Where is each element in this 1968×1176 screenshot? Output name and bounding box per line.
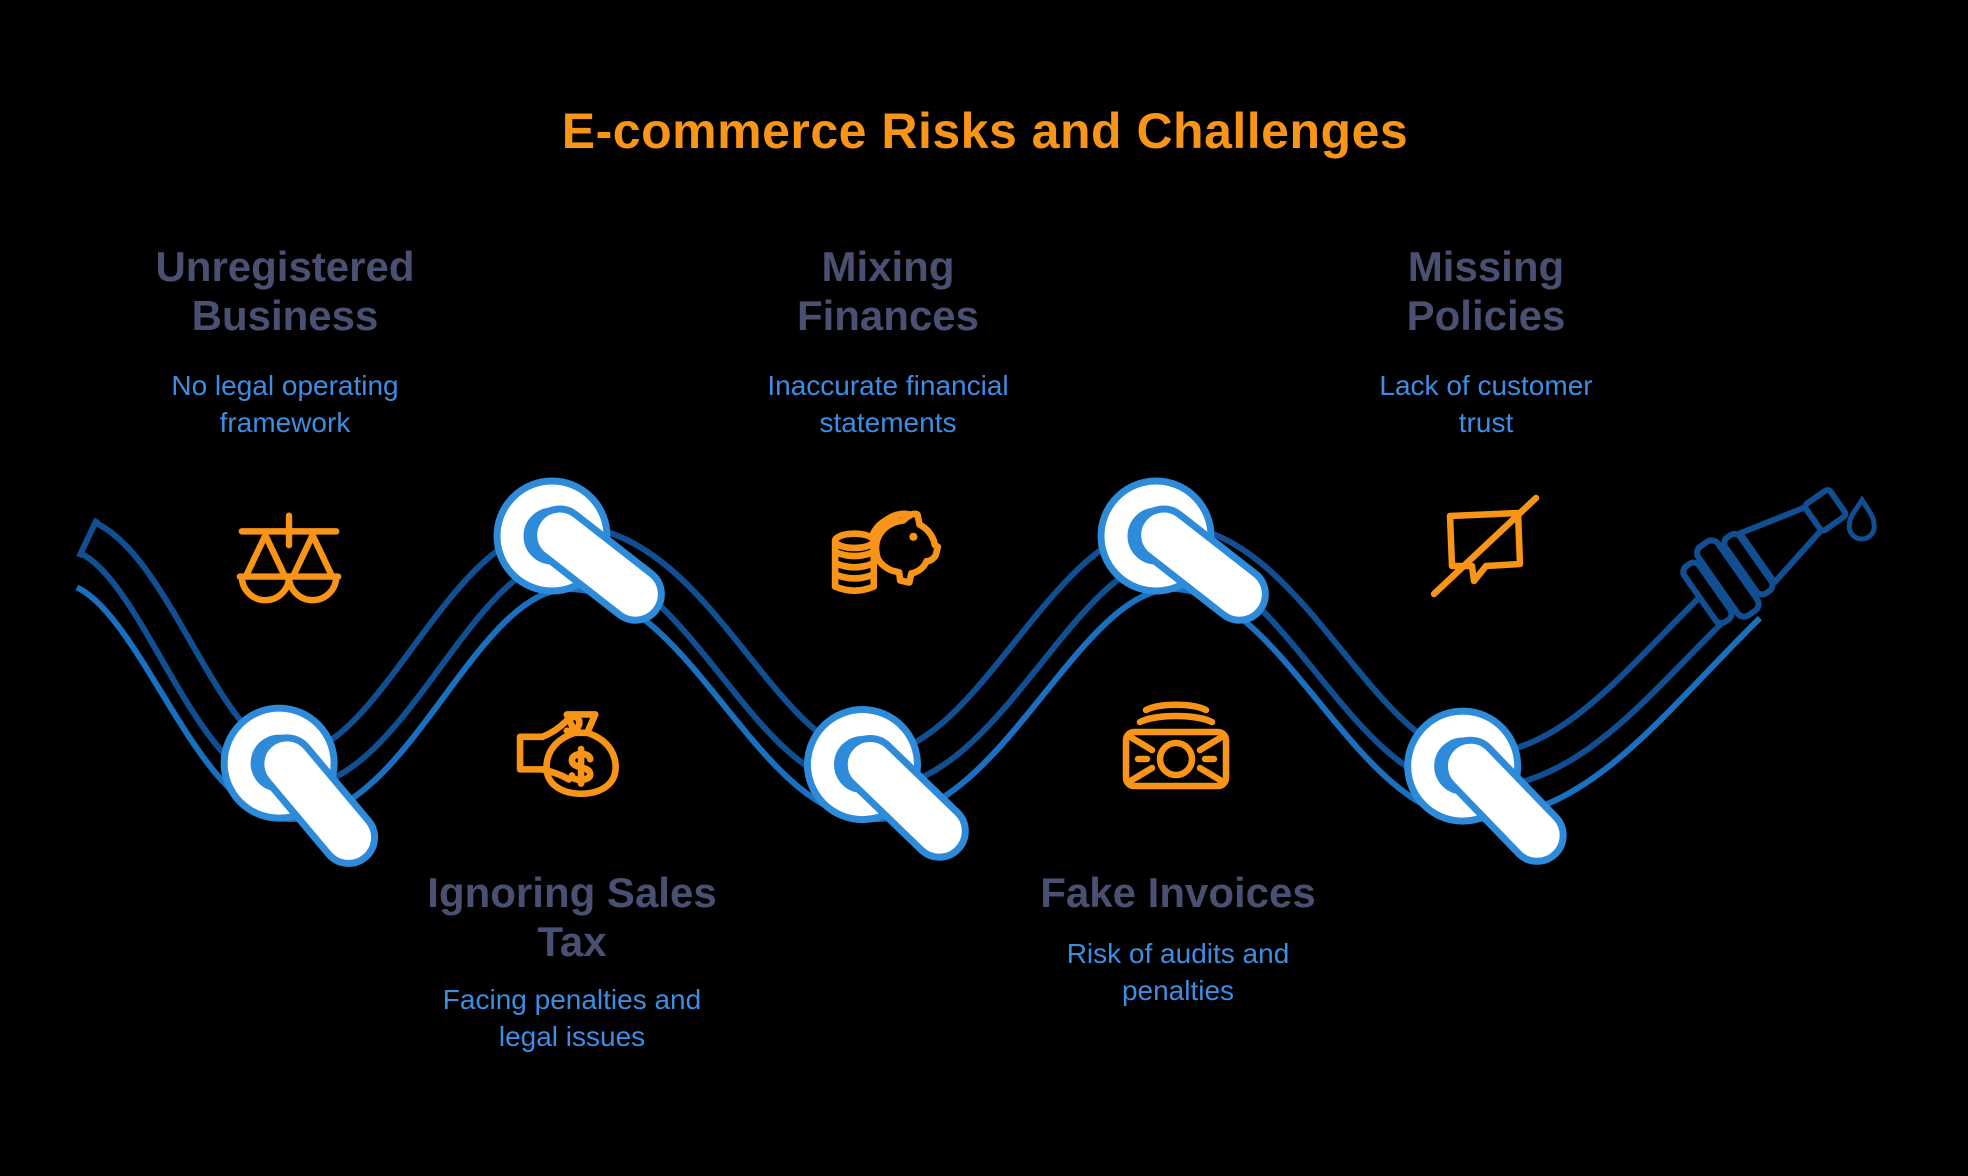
item-subtitle-ignoring-sales-tax: Facing penalties and legal issues <box>442 984 702 1052</box>
item-subtitle-mixing-finances: Inaccurate financial statements <box>767 370 1009 438</box>
item-heading-unregistered-business: Unregistered Business <box>155 243 415 340</box>
no-chat-bubble-icon <box>1428 488 1548 608</box>
item-subtitle-missing-policies: Lack of customer trust <box>1379 370 1593 438</box>
piggy-bank-coins-icon <box>828 490 950 612</box>
hose-nozzle <box>1680 487 1849 627</box>
scales-of-justice-icon <box>230 494 348 612</box>
item-subtitle-fake-invoices: Risk of audits and penalties <box>1066 938 1290 1006</box>
item-subtitle-unregistered-business: No legal operating framework <box>171 370 399 438</box>
item-heading-missing-policies: Missing Policies <box>1406 243 1566 340</box>
water-drop-icon <box>1846 495 1877 542</box>
item-heading-ignoring-sales-tax: Ignoring Sales Tax <box>427 869 717 966</box>
item-heading-mixing-finances: Mixing Finances <box>796 243 980 340</box>
page-title: E-commerce Risks and Challenges <box>561 103 1409 159</box>
money-bills-icon <box>1116 686 1236 806</box>
hand-money-bag-icon <box>516 686 638 808</box>
item-heading-fake-invoices: Fake Invoices <box>1040 869 1316 916</box>
